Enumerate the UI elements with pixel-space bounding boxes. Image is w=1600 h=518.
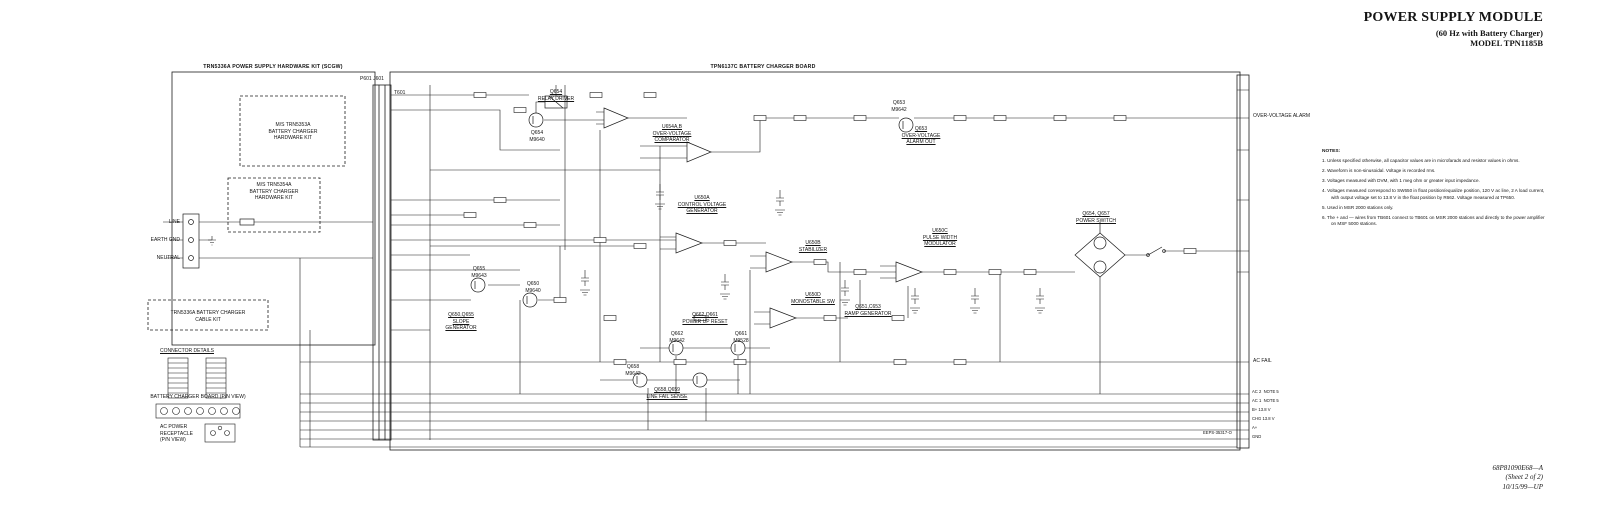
callout-slope-generator: Q650,Q655 SLOPE GENERATOR xyxy=(445,312,477,331)
callout-q658-part: Q658 M9642 xyxy=(625,364,641,377)
callout-p601-j601: P601 J601 xyxy=(360,76,384,82)
ground-symbols xyxy=(208,203,1045,314)
doc-title: POWER SUPPLY MODULE xyxy=(1363,10,1543,25)
callout-power-switch: Q654, Q657 POWER SWITCH xyxy=(1076,211,1116,224)
callout-q654-part: Q654 M9640 xyxy=(529,130,545,143)
note-item: 4. Voltages measured correspond to SW650… xyxy=(1322,187,1545,200)
callout-charger-cable-kit: TRN5336A BATTERY CHARGER CABLE KIT xyxy=(170,310,246,323)
callout-power-up-reset: Q662,Q661 POWER UP RESET xyxy=(682,312,728,325)
signal-wires xyxy=(163,85,1237,430)
board-outlines xyxy=(147,71,1250,451)
callout-relay-driver: Q654 RELAY DRIVER xyxy=(537,89,575,102)
callout-neutral: NEUTRAL xyxy=(156,255,180,261)
note-item: 6. The + and — wires from TB601 connect … xyxy=(1322,214,1545,227)
connector-detail-graphics xyxy=(155,357,241,443)
bus-wires xyxy=(299,85,1249,448)
capacitor-symbols xyxy=(581,184,1044,304)
note-item: 1. Unless specified otherwise, all capac… xyxy=(1322,158,1520,164)
right-pin-label: GND xyxy=(1252,434,1262,439)
power-switch-symbols xyxy=(1074,222,1166,278)
callout-over-voltage-alarm: OVER-VOLTAGE ALARM xyxy=(1253,113,1311,119)
callout-hardware-kit-dashed-2: M/S TRN5354A BATTERY CHARGER HARDWARE KI… xyxy=(249,182,299,201)
right-pin-label: B+ 13.8 V xyxy=(1252,407,1271,412)
callout-earth-gnd: EARTH GND xyxy=(150,237,180,243)
callout-line-fail-sense: Q658,Q659 LINE FAIL SENSE xyxy=(646,387,688,400)
callout-control-voltage-generator: U650A CONTROL VOLTAGE GENERATOR xyxy=(677,195,727,214)
transistor-symbols xyxy=(470,112,914,388)
relay-symbol xyxy=(544,95,568,109)
callout-stabilizer: U650B STABILIZER xyxy=(798,240,828,253)
callout-battery-charger-pin-view: BATTERY CHARGER BOARD (P/N VIEW) xyxy=(150,394,246,400)
callout-q653-part: Q653 M9642 xyxy=(891,100,907,113)
doc-subtitle: (60 Hz with Battery Charger) xyxy=(1435,28,1543,38)
callout-over-voltage-alarm-out: Q653 OVER-VOLTAGE ALARM OUT xyxy=(901,126,941,145)
note-item: 2. Waveform is non-sinusoidal. Voltage i… xyxy=(1322,168,1436,174)
callout-monostable-sw: U650D MONOSTABLE SW xyxy=(791,292,835,305)
callout-line: LINE xyxy=(168,219,180,225)
callout-q650-part: Q650 M9640 xyxy=(525,281,541,294)
callout-t601: T601 xyxy=(394,90,406,96)
doc-model: MODEL TPN1185B xyxy=(1470,38,1543,48)
notes-section: NOTES: 1. Unless specified otherwise, al… xyxy=(1322,148,1548,231)
callout-connector-details: CONNECTOR DETAILS xyxy=(160,348,214,354)
callout-pulse-width-modulator: U650C PULSE WIDTH MODULATOR xyxy=(922,228,958,247)
callout-q655-part: Q655 M9643 xyxy=(471,266,487,279)
callout-q661-part: Q661 M9528 xyxy=(733,331,749,344)
note-item: 5. Used in MSR 2000 stations only. xyxy=(1322,204,1394,210)
right-pin-label: AC 2 NOTE 5 xyxy=(1252,389,1279,394)
note-item: 3. Voltages measured with DVM, with 1 me… xyxy=(1322,177,1480,183)
right-pin-label: A+ xyxy=(1252,425,1258,430)
callout-ac-fail: AC FAIL xyxy=(1253,358,1272,364)
doc-number: 68P81090E68—A xyxy=(1492,464,1543,472)
callout-ac-receptacle: AC POWER RECEPTACLE (P/N VIEW) xyxy=(160,424,193,443)
callout-q662-part: Q662 M9642 xyxy=(669,331,685,344)
resistor-symbols xyxy=(463,92,1197,365)
sheet-number: (Sheet 2 of 2) xyxy=(1505,473,1543,482)
callout-over-voltage-comparator: U654A,B OVER-VOLTAGE COMPARATOR xyxy=(652,124,692,143)
callout-hardware-kit-dashed-1: M/S TRN5353A BATTERY CHARGER HARDWARE KI… xyxy=(268,122,318,141)
board-label-hardware-kit: TRN5336A POWER SUPPLY HARDWARE KIT (SCGW… xyxy=(203,64,343,70)
doc-date: 10/15/99—UP xyxy=(1502,482,1543,491)
drawing-reference: EEPS-35317-O xyxy=(1203,430,1232,435)
callout-ramp-generator: Q651,C653 RAMP GENERATOR xyxy=(844,304,892,317)
notes-heading: NOTES: xyxy=(1322,149,1341,154)
right-pin-label: AC 1 NOTE 5 xyxy=(1252,398,1279,403)
footer-block: 68P81090E68—A (Sheet 2 of 2) 10/15/99—UP xyxy=(1492,464,1543,492)
right-pin-label: CHG 13.8 V xyxy=(1252,416,1275,421)
title-block: POWER SUPPLY MODULE (60 Hz with Battery … xyxy=(1364,10,1543,48)
board-label-charger-board: TPN6137C BATTERY CHARGER BOARD xyxy=(710,64,816,70)
mains-terminal-graphics xyxy=(182,213,255,269)
opamp-symbols xyxy=(603,107,923,329)
